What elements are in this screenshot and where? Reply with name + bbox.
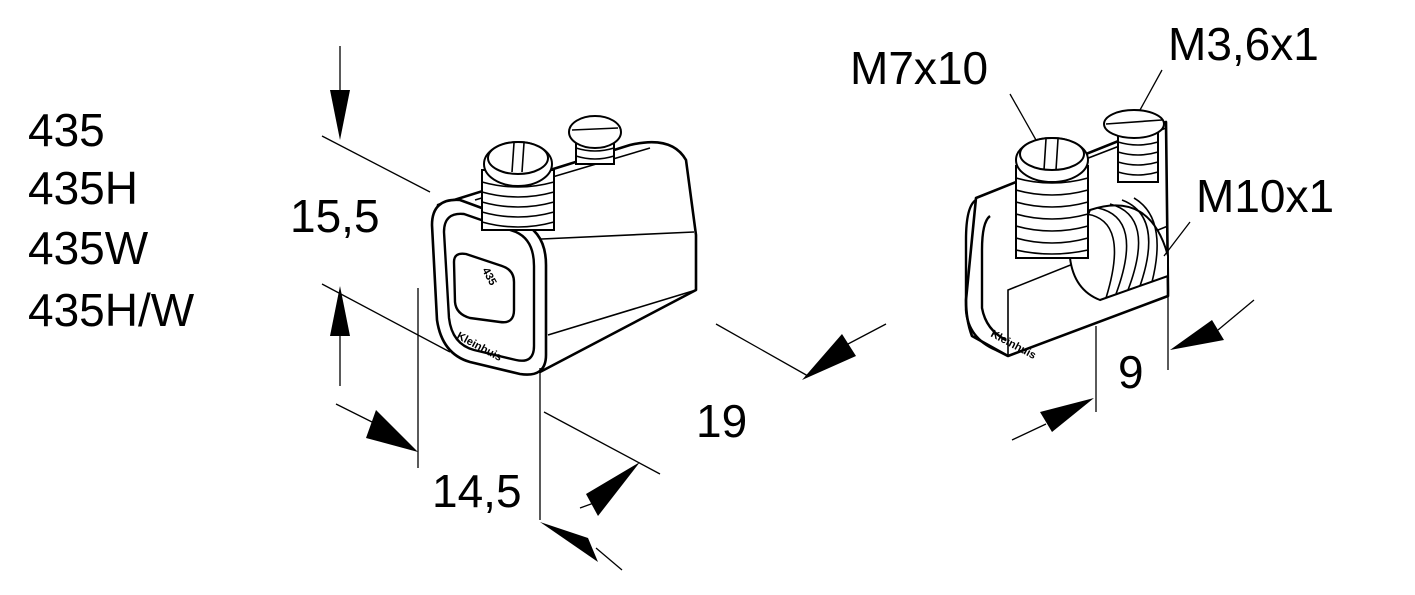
bore-thread-section <box>1068 197 1169 302</box>
thread-labels: M7x10 M3,6x1 M10x1 <box>850 18 1334 257</box>
height-arrow-bottom <box>330 286 350 336</box>
model-435w: 435W <box>28 222 149 274</box>
small-screw-head <box>568 115 622 149</box>
dimensions-left: 15,5 14,5 19 <box>290 46 887 571</box>
model-435: 435 <box>28 104 105 156</box>
section-main-screw <box>1015 137 1089 259</box>
label-small-screw: M3,6x1 <box>1168 18 1319 70</box>
clamp-section-view: Kleinhuis <box>964 109 1170 362</box>
width-arrow-right <box>540 522 598 562</box>
main-screw <box>481 141 555 231</box>
clamp-edge-upper <box>519 231 695 241</box>
section-arrow-right <box>1170 320 1224 350</box>
clamp-bore <box>452 252 516 324</box>
clamp-front-face <box>430 198 548 376</box>
dim-section-label: 9 <box>1118 346 1144 398</box>
section-front-profile <box>964 198 1009 358</box>
dim-width-label: 14,5 <box>432 465 522 517</box>
model-435hw: 435H/W <box>28 284 195 336</box>
label-main-screw: M7x10 <box>850 42 988 94</box>
section-small-screw <box>1103 109 1165 183</box>
dim-length-label: 19 <box>696 395 747 447</box>
clamp-edge-lower <box>547 289 697 336</box>
width-arrow-left <box>366 410 418 452</box>
length-arrow-top <box>802 334 856 380</box>
clamp-full-view: 435 Kleinhuis <box>430 115 698 376</box>
dimensions-right: 9 <box>1011 290 1255 441</box>
section-arrow-left <box>1040 398 1094 432</box>
model-435h: 435H <box>28 162 138 214</box>
small-screw <box>568 115 622 165</box>
clamp-front-rim <box>442 212 536 362</box>
leader-small-screw <box>1139 69 1163 111</box>
model-list: 435 435H 435W 435H/W <box>28 104 195 336</box>
leader-main-screw <box>1009 93 1037 141</box>
length-arrow-bottom <box>586 462 640 516</box>
leader-bore <box>1163 221 1191 257</box>
height-arrow-top <box>330 90 350 140</box>
dim-height-label: 15,5 <box>290 190 380 242</box>
label-bore: M10x1 <box>1196 170 1334 222</box>
